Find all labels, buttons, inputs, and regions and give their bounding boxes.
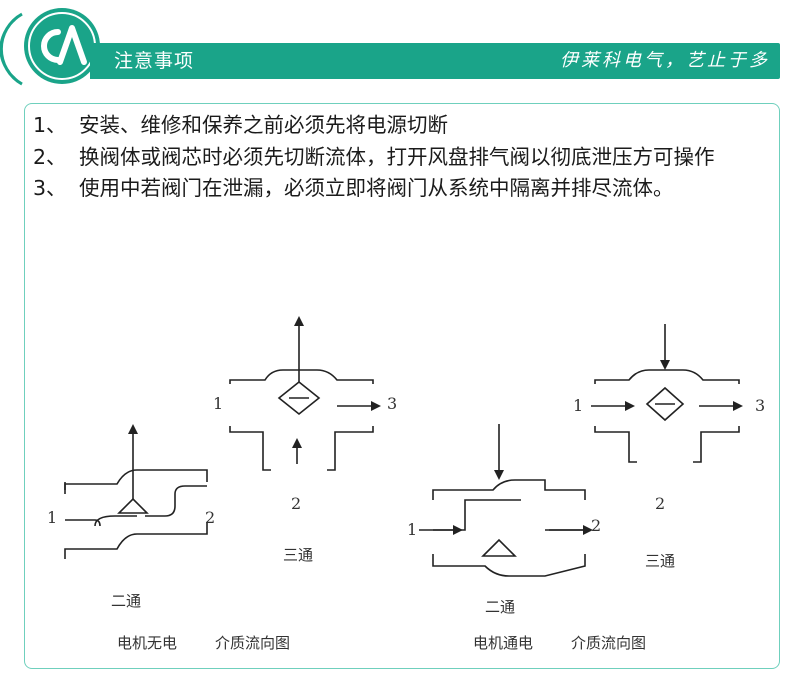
port-label: 2 (205, 508, 216, 527)
port-label: 2 (291, 494, 302, 513)
note-item: 3、 使用中若阀门在泄漏，必须立即将阀门从系统中隔离并排尽流体。 (33, 173, 777, 205)
two-way-valve-on-diagram (419, 424, 593, 577)
valve-flow-diagrams (64, 316, 743, 577)
note-number: 1、 (33, 113, 67, 137)
brand-slogan: 伊莱科电气，艺止于多 (560, 50, 770, 71)
note-text: 使用中若阀门在泄漏，必须立即将阀门从系统中隔离并排尽流体。 (79, 176, 674, 200)
motor-state-caption: 电机通电 (473, 634, 534, 652)
port-label: 2 (591, 516, 602, 535)
port-label: 1 (47, 508, 58, 527)
content-panel: 1、 安装、维修和保养之前必须先将电源切断 2、 换阀体或阀芯时必须先切断流体，… (24, 103, 780, 669)
motor-state-caption: 电机无电 (117, 634, 178, 652)
note-item: 2、 换阀体或阀芯时必须先切断流体，打开风盘排气阀以彻底泄压方可操作 (33, 142, 777, 174)
port-label: 2 (655, 494, 666, 513)
flow-caption: 介质流向图 (215, 634, 291, 652)
flow-caption: 介质流向图 (571, 634, 647, 652)
note-item: 1、 安装、维修和保养之前必须先将电源切断 (33, 110, 777, 142)
company-logo (0, 0, 110, 92)
three-way-label: 三通 (283, 546, 314, 564)
port-label: 3 (387, 394, 398, 413)
section-title: 注意事项 (114, 50, 195, 72)
two-way-label: 二通 (111, 592, 142, 610)
note-text: 换阀体或阀芯时必须先切断流体，打开风盘排气阀以彻底泄压方可操作 (79, 144, 715, 169)
notes-list: 1、 安装、维修和保养之前必须先将电源切断 2、 换阀体或阀芯时必须先切断流体，… (33, 110, 777, 205)
port-label: 3 (755, 396, 766, 415)
section-banner: 注意事项 伊莱科电气，艺止于多 (90, 43, 780, 79)
note-number: 2、 (33, 144, 67, 169)
port-label: 1 (573, 396, 584, 415)
ca-logo-icon (0, 8, 100, 86)
port-label: 1 (213, 394, 224, 413)
port-label: 1 (407, 520, 418, 539)
flow-diagram-figure: 1 2 1 2 3 1 2 1 2 3 二通 三通 二通 三通 电机无电 介质流… (25, 294, 781, 670)
note-number: 3、 (33, 176, 67, 200)
two-way-valve-off-diagram (64, 424, 208, 559)
note-text: 安装、维修和保养之前必须先将电源切断 (79, 113, 448, 137)
three-way-valve-off-diagram (229, 316, 381, 471)
three-way-label: 三通 (645, 552, 676, 570)
two-way-label: 二通 (485, 598, 516, 616)
three-way-valve-on-diagram (591, 324, 743, 463)
